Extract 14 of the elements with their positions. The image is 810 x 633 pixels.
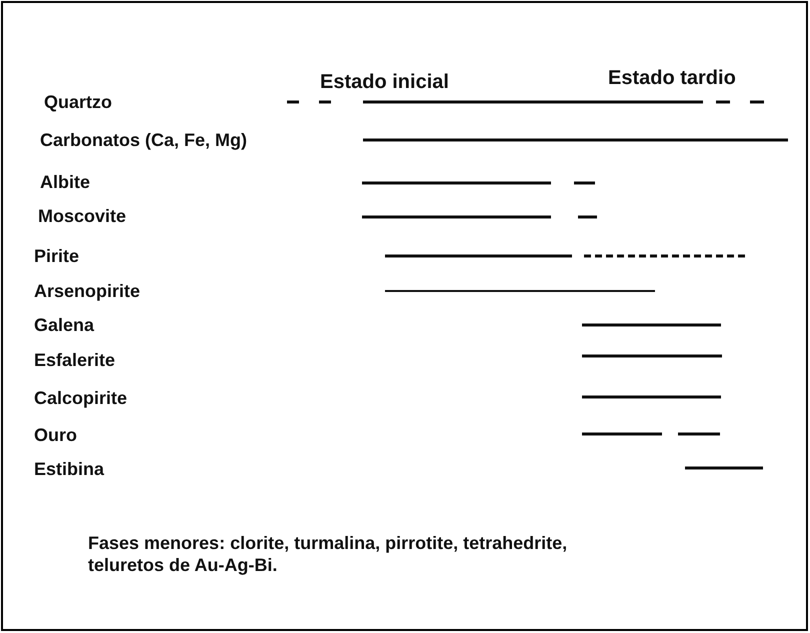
mineral-name: Carbonatos (Ca, Fe, Mg): [40, 130, 248, 150]
mineral-name: Galena: [34, 315, 94, 335]
mineral-name: Estibina: [34, 459, 104, 479]
mineral-name: Ouro: [34, 425, 77, 445]
mineral-name: Calcopirite: [34, 388, 128, 408]
mineral-name: Moscovite: [38, 206, 126, 226]
mineral-name: Pirite: [34, 246, 80, 266]
mineral-name: Arsenopirite: [34, 281, 140, 301]
mineral-name: Quartzo: [44, 92, 112, 112]
column-header: Estado tardio: [608, 68, 736, 88]
footnote: Fases menores: clorite, turmalina, pirrotite, tetrahedrite, teluretos de Au-Ag-Bi.: [88, 532, 568, 576]
mineral-name: Esfalerite: [34, 350, 116, 370]
column-header: Estado inicial: [320, 72, 449, 92]
mineral-name: Albite: [40, 172, 90, 192]
